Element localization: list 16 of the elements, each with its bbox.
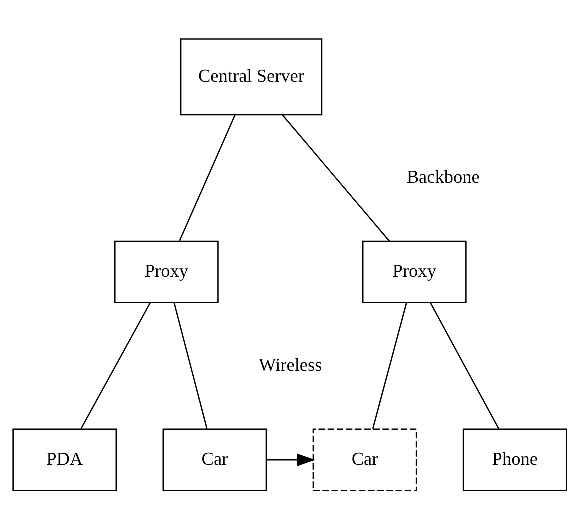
connector	[179, 114, 236, 242]
node-box: Central Server	[180, 38, 323, 116]
arrow	[266, 454, 316, 466]
node-box: Car	[162, 428, 268, 492]
label: Backbone	[406, 167, 480, 188]
node-box: Car	[312, 428, 418, 492]
connector	[372, 302, 408, 430]
connector	[282, 114, 390, 242]
node-box: Phone	[462, 428, 568, 492]
connector	[430, 302, 500, 430]
node-box: Proxy	[362, 240, 467, 304]
connector	[174, 302, 208, 430]
label: Wireless	[259, 354, 322, 375]
node-box: Proxy	[114, 240, 219, 304]
connector	[80, 302, 152, 430]
node-box: PDA	[12, 428, 118, 492]
